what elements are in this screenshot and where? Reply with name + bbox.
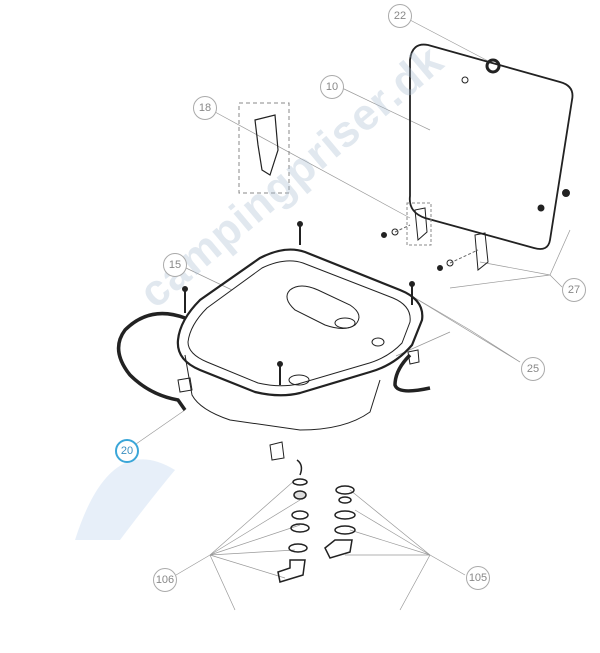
callout-27[interactable]: 27 <box>562 278 586 302</box>
drain-hose-left <box>116 311 187 412</box>
callout-25[interactable]: 25 <box>521 357 545 381</box>
sink-basin <box>176 248 424 431</box>
watermark-logo-icon <box>75 459 175 540</box>
callout-22[interactable]: 22 <box>388 4 412 28</box>
glass-lid <box>408 43 574 250</box>
callout-15[interactable]: 15 <box>163 253 187 277</box>
screws <box>182 221 415 385</box>
callout-105[interactable]: 105 <box>466 566 490 590</box>
drain-hose-right <box>393 353 431 393</box>
callout-106[interactable]: 106 <box>153 568 177 592</box>
callout-10[interactable]: 10 <box>320 75 344 99</box>
hinge-parts <box>238 102 570 271</box>
lid-knob <box>485 58 501 74</box>
leader-lines <box>135 19 571 611</box>
drain-fittings <box>277 459 356 583</box>
callout-18[interactable]: 18 <box>193 96 217 120</box>
callout-20-highlighted[interactable]: 20 <box>115 439 139 463</box>
